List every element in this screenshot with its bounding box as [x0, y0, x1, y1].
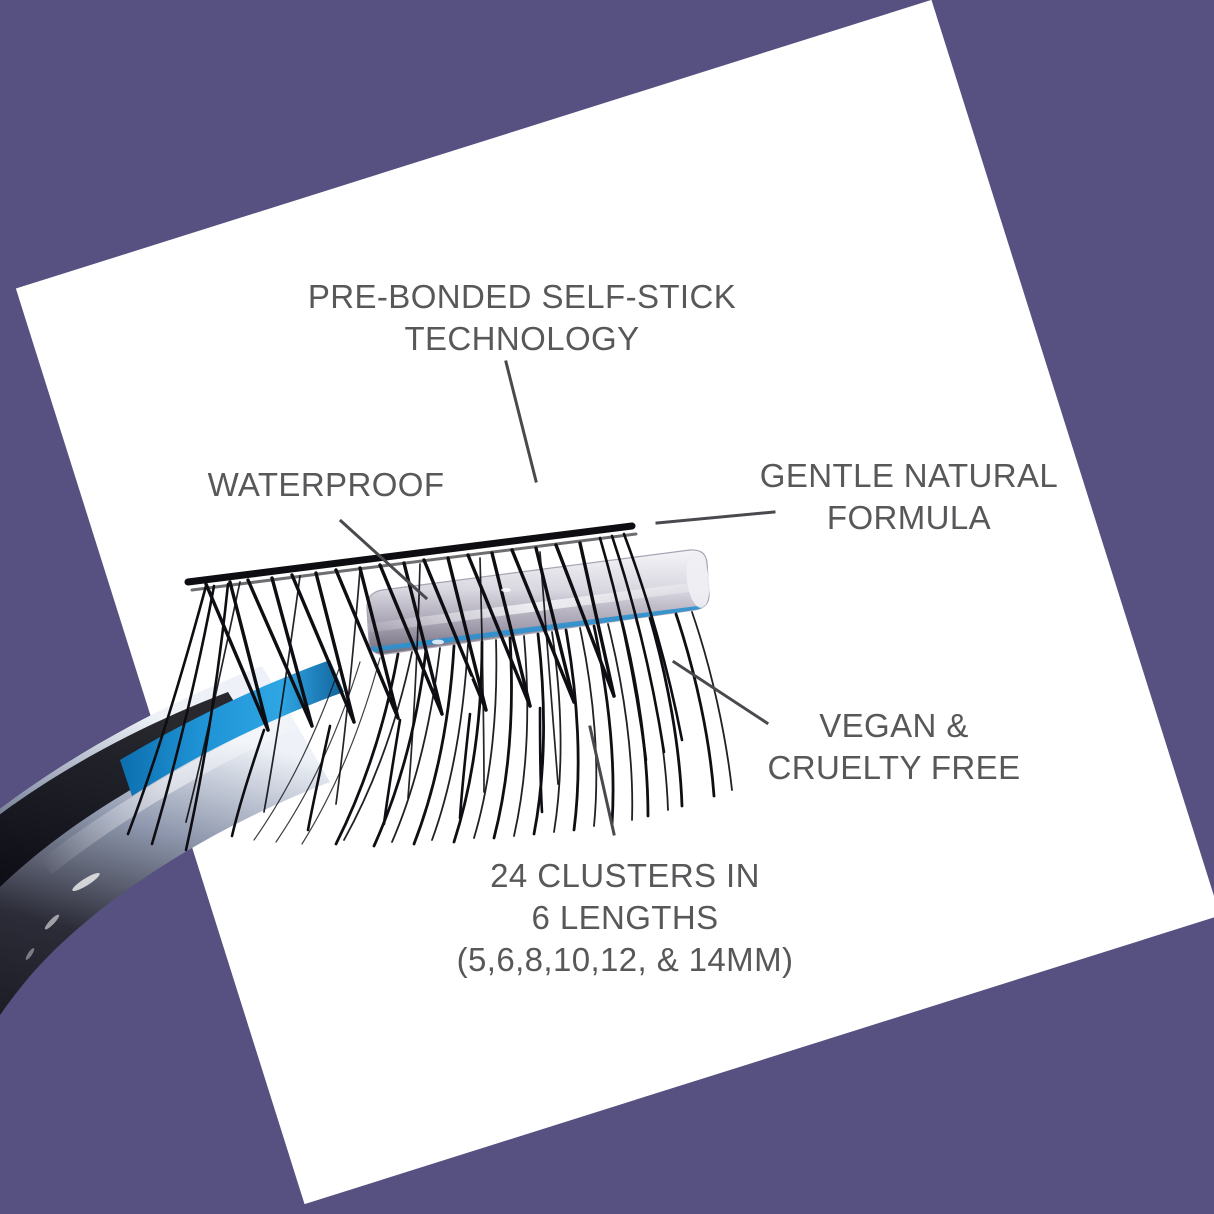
annotation-24-clusters-6-lengths: 24 CLUSTERS IN 6 LENGTHS (5,6,8,10,12, &… [456, 857, 794, 978]
product-photo-lash-applicator [0, 430, 760, 1110]
annotation-waterproof: WATERPROOF [207, 466, 445, 503]
applicator-bar [366, 549, 710, 655]
wand-handle [0, 660, 344, 1016]
lash-fringe-lower [253, 611, 733, 848]
lash-clusters-upper [126, 522, 684, 852]
annotation-gentle-natural-formula: GENTLE NATURAL FORMULA [759, 457, 1059, 536]
annotation-vegan-cruelty-free: VEGAN & CRUELTY FREE [767, 707, 1021, 786]
leader-line-waterproof [338, 518, 429, 601]
white-card [15, 0, 1214, 1205]
leader-line-prebonded [504, 360, 538, 483]
leader-line-clusters [588, 725, 616, 836]
annotation-prebonded-self-stick-technology: PRE-BONDED SELF-STICK TECHNOLOGY [307, 278, 737, 357]
